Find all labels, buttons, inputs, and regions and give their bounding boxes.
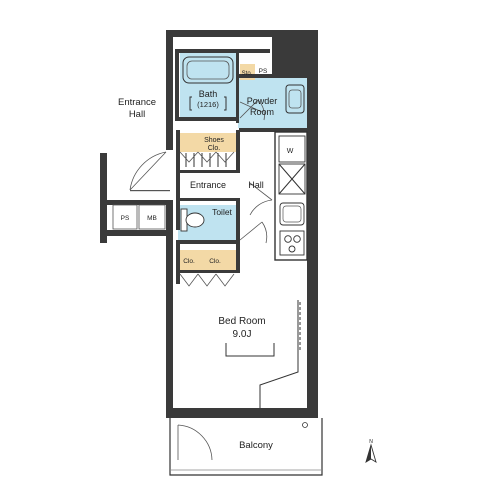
doors — [129, 99, 273, 461]
balcony — [169, 418, 323, 476]
washbasin-icon — [285, 84, 305, 114]
balcony-label: Balcony — [239, 440, 273, 451]
shoes-closet-label-line2: Clo. — [208, 145, 221, 152]
mb-label: MB — [147, 215, 157, 222]
ps-left-label: PS — [121, 215, 130, 222]
stove-icon — [279, 230, 305, 256]
toilet-label: Toilet — [212, 207, 232, 217]
powder-room-label-line2: Room — [250, 107, 274, 117]
washer-label: W — [287, 148, 294, 155]
closet-2-label: Clo. — [209, 258, 221, 265]
bed-room-label: Bed Room — [218, 316, 265, 327]
room-labels: Entrance Hall Bath (1216) Powder Room St… — [118, 68, 294, 451]
storage-label: Sto. — [242, 71, 253, 77]
closet-1-label: Clo. — [183, 258, 195, 265]
entrance-label: Entrance — [190, 180, 226, 190]
closet-1-area — [180, 250, 198, 270]
entrance-hall-label-line1: Entrance — [118, 97, 156, 108]
washer-space — [278, 135, 306, 163]
shoes-closet-label-line1: Shoes — [204, 137, 224, 144]
closet-2-area — [198, 250, 236, 270]
bed-room-size-label: 9.0J — [233, 329, 252, 340]
north-arrow-icon: N — [365, 439, 377, 463]
north-label: N — [369, 439, 373, 445]
bathtub-icon — [182, 56, 234, 84]
toilet-bowl-icon — [180, 208, 205, 232]
fixtures — [180, 56, 306, 357]
entrance-hall-label-line2: Hall — [129, 109, 145, 120]
hall-label: Hall — [248, 180, 264, 190]
shoes-closet-area — [180, 133, 236, 152]
fridge-space-icon — [278, 163, 306, 195]
powder-room-label-line1: Powder — [247, 96, 278, 106]
ps-top-label: PS — [259, 68, 268, 75]
bath-label: Bath — [199, 89, 218, 99]
bath-size-label: (1216) — [197, 100, 219, 109]
kitchen-sink-icon — [279, 202, 305, 226]
